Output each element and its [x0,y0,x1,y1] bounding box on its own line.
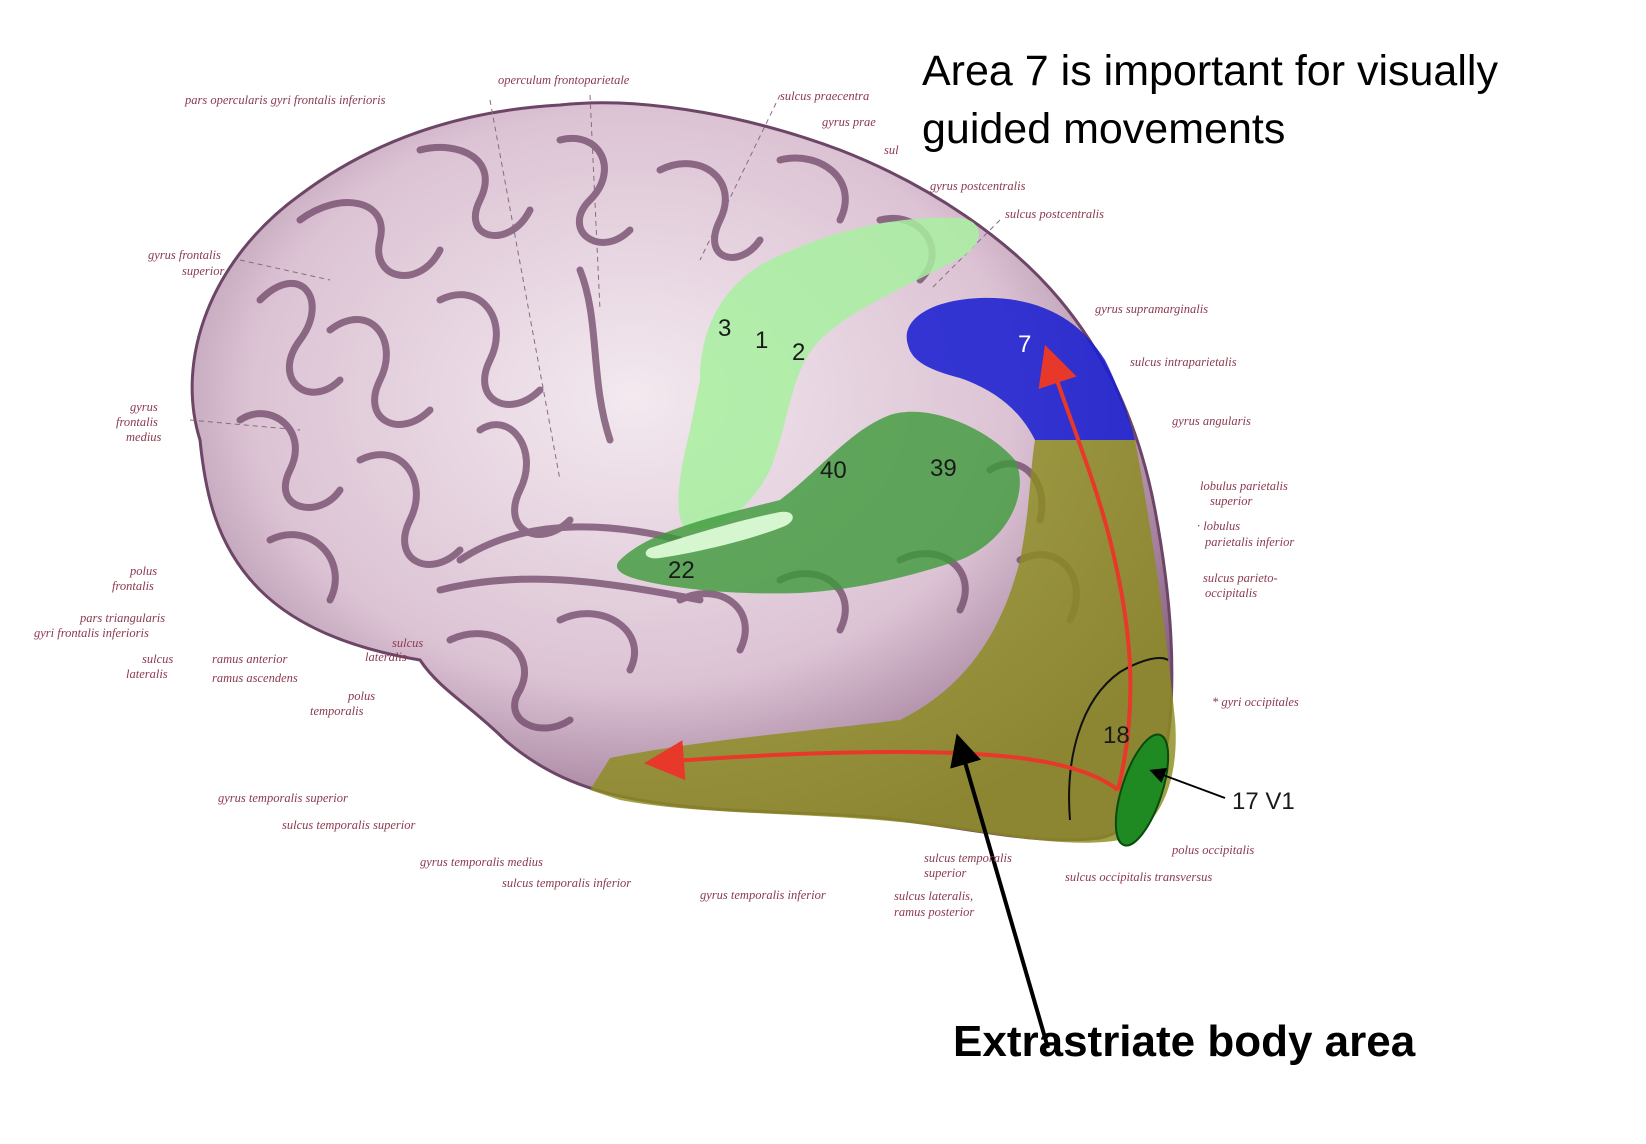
area-1-label: 1 [755,327,768,354]
headline-line-1: Area 7 is important for visually [922,47,1498,95]
anatomy-labels: pars opercularis gyri frontalis inferior… [34,73,1299,919]
area-18-label: 18 [1103,722,1130,749]
extrastriate-pointer-arrow [950,733,1050,1049]
anatomy-label: pars opercularis gyri frontalis inferior… [184,93,386,107]
anatomy-label: sulcus [142,652,173,666]
anatomy-label: ramus anterior [212,652,287,666]
area-7-region [906,297,1135,440]
anatomy-label: sulcus temporalis [924,851,1012,865]
anatomy-label: sulcus postcentralis [1005,207,1104,221]
anatomy-label: sulcus temporalis inferior [502,876,631,890]
anatomy-label: gyrus frontalis [148,248,221,262]
area-3-label: 3 [718,315,731,342]
area-2-label: 2 [792,339,805,366]
anatomy-label: frontalis [112,579,154,593]
anatomy-label: medius [126,430,162,444]
anatomy-label: sulcus temporalis superior [282,818,415,832]
anatomy-label: superior [182,264,225,278]
area-40-39-region [616,411,1020,594]
somatosensory-region [678,217,979,531]
area-39-label: 39 [930,455,957,482]
anatomy-label: sulcus [392,636,423,650]
anatomy-label: sulcus parieto- [1203,571,1278,585]
extrastriate-region [590,440,1176,843]
anatomy-label: gyrus [130,400,158,414]
anatomy-label: gyrus supramarginalis [1095,302,1208,316]
anatomy-label: polus [129,564,157,578]
area-18-boundary [1068,657,1169,821]
anatomy-label: polus occipitalis [1171,843,1254,857]
anatomy-label: sulcus praecentra [780,89,869,103]
v1-pointer-arrow [1149,767,1226,799]
anatomy-label: operculum frontoparietale [498,73,630,87]
anatomy-label: parietalis inferior [1204,535,1294,549]
area-17-v1-label: 17 V1 [1232,788,1295,815]
anatomy-label: superior [1210,494,1253,508]
anatomy-label: sul [884,143,899,157]
v1-region [1114,733,1170,847]
anatomy-label: sulcus lateralis, [894,889,973,903]
ventral-stream-arrow [644,740,1120,792]
area-22-label: 22 [668,557,695,584]
area-22-region [645,511,793,559]
anatomy-label: gyrus temporalis inferior [700,888,826,902]
anatomy-label: ramus posterior [894,905,974,919]
area-7-label: 7 [1018,331,1031,358]
anatomy-label: * gyri occipitales [1212,695,1299,709]
anatomy-label: sulcus intraparietalis [1130,355,1237,369]
anatomy-label: gyrus postcentralis [930,179,1026,193]
anatomy-label: gyrus temporalis medius [420,855,543,869]
anatomy-label: superior [924,866,967,880]
headline: Area 7 is important for visually guided … [922,42,1622,158]
anatomy-label: lateralis [126,667,168,681]
anatomy-label: frontalis [116,415,158,429]
anatomy-label: sulcus occipitalis transversus [1065,870,1212,884]
dorsal-stream-arrow [1038,344,1133,791]
anatomy-label: polus [347,689,375,703]
extrastriate-body-area-label: Extrastriate body area [953,1017,1416,1066]
anatomy-label: gyri frontalis inferioris [34,626,149,640]
area-40-label: 40 [820,457,847,484]
anatomy-label: temporalis [310,704,364,718]
anatomy-label: gyrus prae [822,115,876,129]
anatomy-label: lobulus parietalis [1200,479,1288,493]
headline-line-2: guided movements [922,105,1286,153]
anatomy-label: gyrus temporalis superior [218,791,348,805]
anatomy-label: · lobulus [1197,519,1240,533]
anatomy-label: gyrus angularis [1172,414,1251,428]
anatomy-label: lateralis [365,650,407,664]
anatomy-label: ramus ascendens [212,671,298,685]
anatomy-label: pars triangularis [79,611,165,625]
anatomy-label: occipitalis [1205,586,1257,600]
